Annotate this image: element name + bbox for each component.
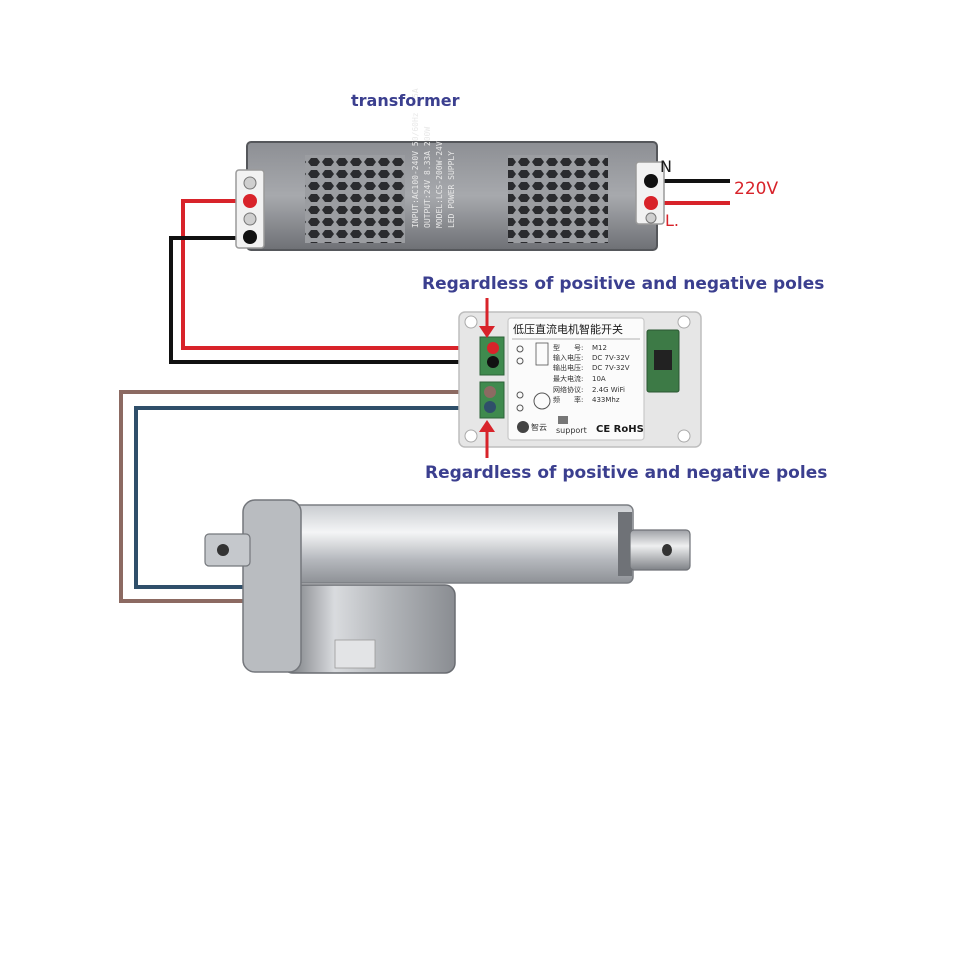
arrow-bottom	[479, 420, 495, 458]
spec-key: 输出电压:	[553, 363, 583, 372]
black-wire-psu-to-controller	[169, 236, 493, 364]
controller-title: 低压直流电机智能开关	[513, 322, 623, 336]
psu-output-terminal-block	[235, 169, 265, 249]
arrow-top-head	[479, 326, 495, 338]
psu-output-screw	[243, 176, 257, 190]
psu-vent-left	[305, 155, 405, 243]
smart-switch-controller: 低压直流电机智能开关 型 号: M12 输入电压: DC 7V-32V 输出电压…	[458, 311, 702, 448]
brand-logo: 智云	[517, 421, 547, 433]
transformer-label: transformer	[351, 91, 460, 110]
poles-note-top: Regardless of positive and negative pole…	[422, 274, 824, 294]
psu-positive-terminal	[243, 194, 257, 208]
spec-value: M12	[592, 344, 607, 352]
circuit-board-chip	[654, 350, 672, 370]
poles-note-bottom: Regardless of positive and negative pole…	[425, 463, 827, 483]
spec-key: 输入电压:	[553, 353, 583, 362]
spec-value: 10A	[592, 375, 606, 383]
support-logo-icon	[558, 416, 568, 424]
psu-label-line: MODEL:LCS-200W-24V	[435, 141, 444, 228]
brown-wire-controller-to-actuator	[119, 390, 488, 603]
spec-value: 433Mhz	[592, 396, 620, 404]
mounting-hole	[677, 429, 691, 443]
panel-port-icon	[516, 357, 524, 365]
live-label: L.	[665, 211, 679, 230]
psu-vent-right	[508, 155, 608, 243]
power-supply: INPUT:AC100-240V 50/60Hz 1.5A OUTPUT:24V…	[235, 88, 665, 251]
psu-neutral-terminal	[644, 174, 658, 188]
brand-name: 智云	[531, 422, 547, 432]
support-text: support	[556, 426, 587, 435]
voltage-label: 220V	[734, 179, 778, 199]
psu-rating-label: INPUT:AC100-240V 50/60Hz 1.5A OUTPUT:24V…	[411, 88, 456, 228]
rod-end-hole	[662, 544, 672, 556]
spec-key: 型 号:	[553, 343, 583, 352]
red-wire-psu-to-controller	[181, 199, 493, 350]
arrow-bottom-head	[479, 420, 495, 432]
brand-logo-mark	[517, 421, 529, 433]
panel-port-icon	[516, 391, 524, 399]
arrow-top	[479, 298, 495, 338]
psu-negative-terminal	[243, 230, 257, 244]
psu-input-screw	[645, 212, 657, 224]
mounting-hole	[464, 315, 478, 329]
actuator-gearbox-housing	[242, 499, 302, 673]
psu-label-line: LED POWER SUPPLY	[447, 151, 456, 228]
blue-wire-controller-to-actuator	[134, 406, 488, 589]
spec-value: 2.4G WiFi	[592, 386, 625, 394]
rear-mount-hole	[217, 544, 229, 556]
linear-actuator	[204, 499, 691, 674]
spec-key: 频 率:	[553, 395, 583, 404]
panel-input-badge	[535, 342, 549, 366]
motor-label-sticker	[334, 639, 376, 669]
psu-label-line: INPUT:AC100-240V 50/60Hz 1.5A	[411, 88, 420, 228]
controller-input-positive	[487, 342, 499, 354]
actuator-rod	[629, 529, 691, 571]
mounting-hole	[464, 429, 478, 443]
spec-key: 最大电流:	[553, 374, 583, 383]
neutral-label: N	[660, 157, 672, 176]
panel-port-icon	[516, 404, 524, 412]
panel-port-icon	[516, 345, 524, 353]
controller-output-brown	[484, 386, 496, 398]
psu-live-terminal	[644, 196, 658, 210]
controller-output-blue	[484, 401, 496, 413]
actuator-outer-tube	[287, 504, 634, 584]
spec-key: 网络协议:	[553, 385, 583, 394]
mounting-hole	[677, 315, 691, 329]
controller-input-negative	[487, 356, 499, 368]
psu-label-line: OUTPUT:24V 8.33A 200W	[423, 127, 432, 228]
spec-value: DC 7V-32V	[592, 354, 630, 362]
certification-marks: CE RoHS	[596, 424, 644, 435]
spec-value: DC 7V-32V	[592, 364, 630, 372]
actuator-tube-end-cap	[618, 512, 632, 576]
psu-output-screw	[243, 212, 257, 226]
motor-symbol-icon	[533, 392, 551, 410]
